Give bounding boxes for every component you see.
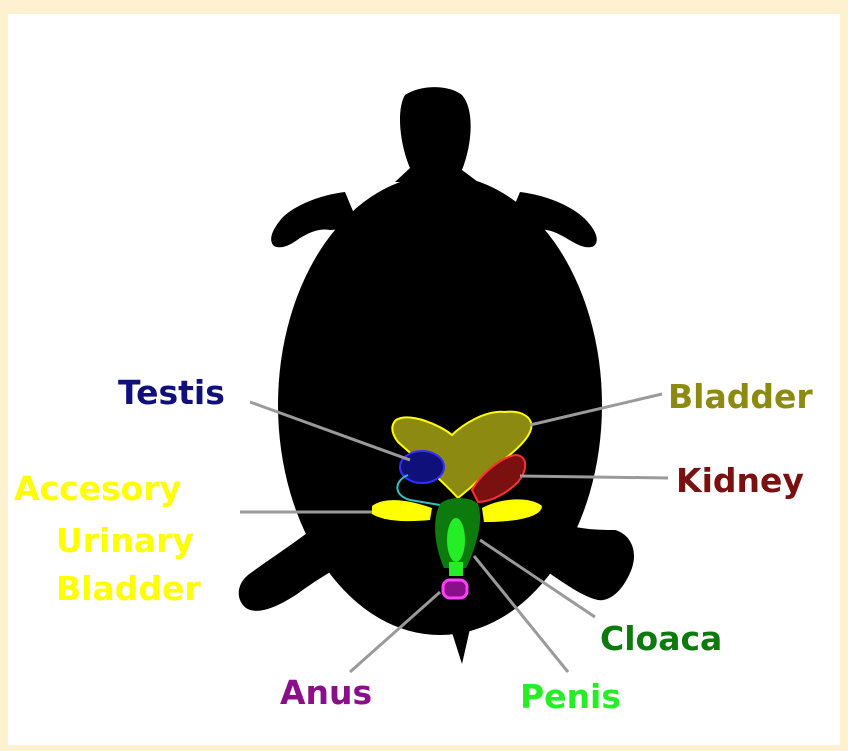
penis-tip	[449, 562, 463, 576]
turtle-right-rear-flipper	[530, 515, 634, 600]
kidney-label: Kidney	[676, 461, 804, 500]
anus-label: Anus	[280, 673, 372, 712]
testis-label: Testis	[118, 373, 225, 412]
turtle-tail	[448, 620, 472, 664]
accessory-label-line3: Bladder	[56, 569, 201, 608]
turtle-silhouette	[239, 87, 634, 664]
kidney-leader	[520, 476, 668, 478]
accessory-label-line1: Accesory	[14, 469, 181, 508]
anus-shape	[443, 580, 467, 598]
penis-label: Penis	[520, 677, 621, 716]
penis-shape	[447, 518, 465, 562]
turtle-head	[395, 87, 478, 182]
accessory-label-line2: Urinary	[56, 521, 194, 560]
testis-shape	[400, 451, 444, 483]
bladder-label: Bladder	[668, 377, 813, 416]
cloaca-label: Cloaca	[600, 619, 722, 658]
